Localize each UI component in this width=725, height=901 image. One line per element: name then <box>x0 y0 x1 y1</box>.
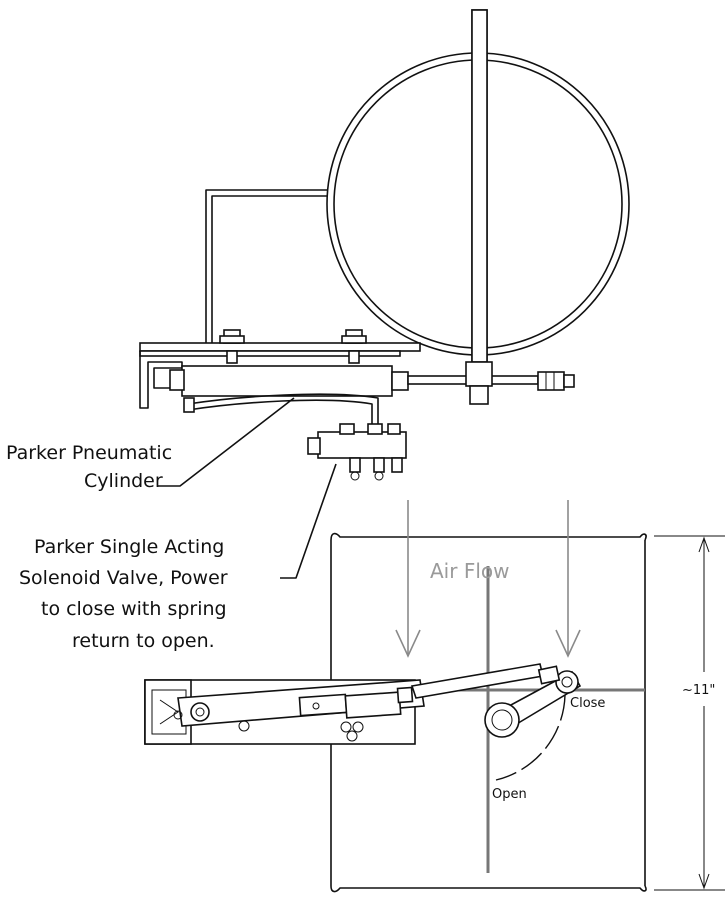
leader-valve <box>280 463 337 579</box>
label-valve-line2: Solenoid Valve, Power <box>19 567 228 589</box>
damper-hub <box>484 702 520 738</box>
side-bracket <box>139 351 183 409</box>
label-valve-line4: return to open. <box>72 630 215 652</box>
crank-pivot <box>555 670 579 694</box>
label-dimension: ~11" <box>682 683 715 698</box>
base-plate <box>139 342 421 352</box>
rotation-arc <box>495 694 566 781</box>
pneumatic-cylinder <box>181 365 393 397</box>
label-valve-line3: to close with spring <box>41 598 227 620</box>
air-hose <box>187 393 379 426</box>
label-valve-line1: Parker Single Acting <box>34 536 224 558</box>
label-close: Close <box>570 696 605 711</box>
shaft-collar <box>465 361 493 387</box>
bolt-right <box>341 329 367 364</box>
solenoid-valve-block <box>317 431 407 459</box>
cylinder-side-view <box>173 679 425 742</box>
damper-shaft-front <box>471 9 488 363</box>
label-air-flow: Air Flow <box>430 559 509 583</box>
mounting-bracket <box>205 189 328 346</box>
base-plate-lower <box>139 350 401 357</box>
duct-bottom-rim <box>330 885 647 893</box>
label-cylinder-line1: Parker Pneumatic <box>6 442 172 464</box>
rod-clevis <box>537 371 565 391</box>
flow-arrow-left <box>395 500 421 658</box>
label-open: Open <box>492 787 527 802</box>
leader-cylinder <box>158 397 295 487</box>
bolt-left <box>219 329 245 364</box>
label-cylinder-line2: Cylinder <box>84 470 163 492</box>
side-view-assembly <box>144 500 725 893</box>
dimension-line <box>654 535 725 891</box>
top-view-assembly <box>139 9 630 481</box>
rod-to-crank <box>410 663 544 699</box>
duct-top-rim <box>330 532 647 541</box>
flow-arrow-right <box>555 500 581 658</box>
